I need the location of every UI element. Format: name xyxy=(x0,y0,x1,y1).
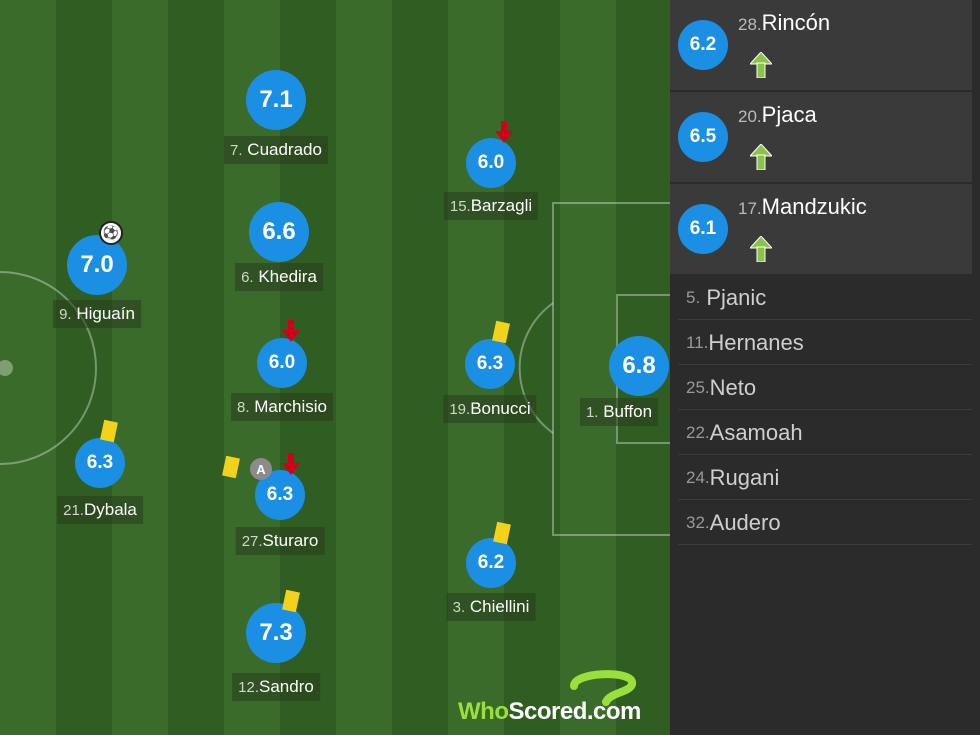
player-name: Khedira xyxy=(258,267,317,286)
player-name: Marchisio xyxy=(254,397,327,416)
captain-badge-icon: A xyxy=(250,458,272,480)
player-name: Hernanes xyxy=(708,329,804,355)
player-name: Cuadrado xyxy=(247,140,322,159)
rating-bubble: 6.8 xyxy=(609,336,669,396)
rating-bubble: 7.3 xyxy=(246,603,306,663)
rating-bubble: 7.1 xyxy=(246,70,306,130)
player-number: 24. xyxy=(686,467,710,487)
player-label: 8. Marchisio xyxy=(231,393,333,421)
rating-bubble: 6.1 xyxy=(678,204,728,254)
player-name: Higuaín xyxy=(76,304,135,323)
player-number: 7. xyxy=(230,142,243,159)
bench-item-rugani[interactable]: 24.Rugani xyxy=(678,456,972,500)
player-name: Pjaca xyxy=(761,102,817,127)
rating-bubble: 6.5 xyxy=(678,112,728,162)
player-number: 25. xyxy=(686,377,710,397)
player-number: 8. xyxy=(237,399,250,416)
substituted-off-icon xyxy=(282,453,300,475)
logo-question-mark-icon xyxy=(570,670,636,706)
pitch: 7.1 7. Cuadrado 6.6 6. Khedira 7.0 ⚽ 9. … xyxy=(0,0,670,735)
goal-ball-icon: ⚽ xyxy=(99,221,123,245)
player-name: Neto xyxy=(709,374,757,400)
sub-label: 20.Pjaca xyxy=(738,102,817,128)
logo-text-scored: Scored xyxy=(508,698,587,725)
player-number: 32. xyxy=(686,512,710,532)
player-number: 12. xyxy=(238,679,260,696)
player-name: Sturaro xyxy=(262,531,319,550)
player-label: 15.Barzagli xyxy=(443,192,539,220)
player-name: Chiellini xyxy=(469,597,530,616)
player-number: 11. xyxy=(686,332,709,352)
rating-bubble: 6.0 xyxy=(466,138,516,188)
player-number: 15. xyxy=(449,198,471,215)
rating-bubble: 6.2 xyxy=(466,538,516,588)
bench-item-hernanes[interactable]: 11.Hernanes xyxy=(678,321,972,365)
player-label: 12.Sandro xyxy=(232,673,320,701)
substituted-on-icon xyxy=(750,52,772,78)
player-number: 21. xyxy=(63,502,84,519)
bench-item-audero[interactable]: 32.Audero xyxy=(678,501,972,545)
player-name: Rugani xyxy=(709,464,780,490)
logo-text-who: Who xyxy=(458,698,509,725)
substituted-off-icon xyxy=(282,320,300,342)
player-label: 7. Cuadrado xyxy=(224,136,328,164)
substituted-on-icon xyxy=(750,236,772,262)
logo-text-com: .com xyxy=(586,698,642,725)
player-label: 6. Khedira xyxy=(235,263,323,291)
rating-bubble: 6.3 xyxy=(465,339,515,389)
player-number: 9. xyxy=(59,306,72,323)
logo-text: WhoScored.com xyxy=(458,698,641,726)
substituted-on-icon xyxy=(750,144,772,170)
bench-item-asamoah[interactable]: 22.Asamoah xyxy=(678,411,972,455)
player-name: Mandzukic xyxy=(761,194,867,219)
player-label: 21.Dybala xyxy=(57,496,143,524)
player-name: Sandro xyxy=(259,677,314,696)
rating-bubble: 6.0 xyxy=(257,338,307,388)
player-number: 3. xyxy=(452,599,466,616)
player-number: 22. xyxy=(686,422,710,442)
player-name: Buffon xyxy=(603,402,653,421)
sub-in-mandzukic[interactable]: 6.1 17.Mandzukic xyxy=(670,184,972,276)
rating-bubble: 6.6 xyxy=(249,202,309,262)
bench-item-pjanic[interactable]: 5. Pjanic xyxy=(678,276,972,320)
player-name: Bonucci xyxy=(470,399,531,418)
substituted-off-icon xyxy=(495,121,513,143)
player-number: 5. xyxy=(686,287,701,307)
rating-bubble: 7.0 xyxy=(67,235,127,295)
whoscored-logo: WhoScored.com xyxy=(458,668,658,728)
pitch-markings xyxy=(0,202,670,536)
player-label: 27.Sturaro xyxy=(235,527,325,555)
bench-item-neto[interactable]: 25.Neto xyxy=(678,366,972,410)
player-label: 9. Higuaín xyxy=(53,300,141,328)
player-number: 17. xyxy=(738,199,762,218)
player-number: 6. xyxy=(241,269,254,286)
player-label: 1. Buffon xyxy=(579,398,659,426)
player-label: 19.Bonucci xyxy=(443,395,537,423)
sub-in-rincon[interactable]: 6.2 28.Rincón xyxy=(670,0,972,92)
player-name: Asamoah xyxy=(709,419,803,445)
player-name: Pjanic xyxy=(706,284,767,310)
player-number: 28. xyxy=(738,15,762,34)
rating-bubble: 6.2 xyxy=(678,20,728,70)
player-label: 3. Chiellini xyxy=(446,593,536,621)
substitutes-panel: 6.2 28.Rincón 6.5 20.Pjaca 6.1 17.Mandzu… xyxy=(670,0,980,735)
player-name: Barzagli xyxy=(470,196,533,215)
sub-label: 17.Mandzukic xyxy=(738,194,867,220)
player-number: 19. xyxy=(449,401,471,418)
player-number: 1. xyxy=(585,404,599,421)
player-name: Dybala xyxy=(83,500,137,519)
sub-label: 28.Rincón xyxy=(738,10,830,36)
player-number: 27. xyxy=(241,533,263,550)
sub-in-pjaca[interactable]: 6.5 20.Pjaca xyxy=(670,92,972,184)
player-number: 20. xyxy=(738,107,762,126)
player-name: Audero xyxy=(709,509,781,535)
player-name: Rincón xyxy=(761,10,831,35)
rating-bubble: 6.3 xyxy=(75,438,125,488)
